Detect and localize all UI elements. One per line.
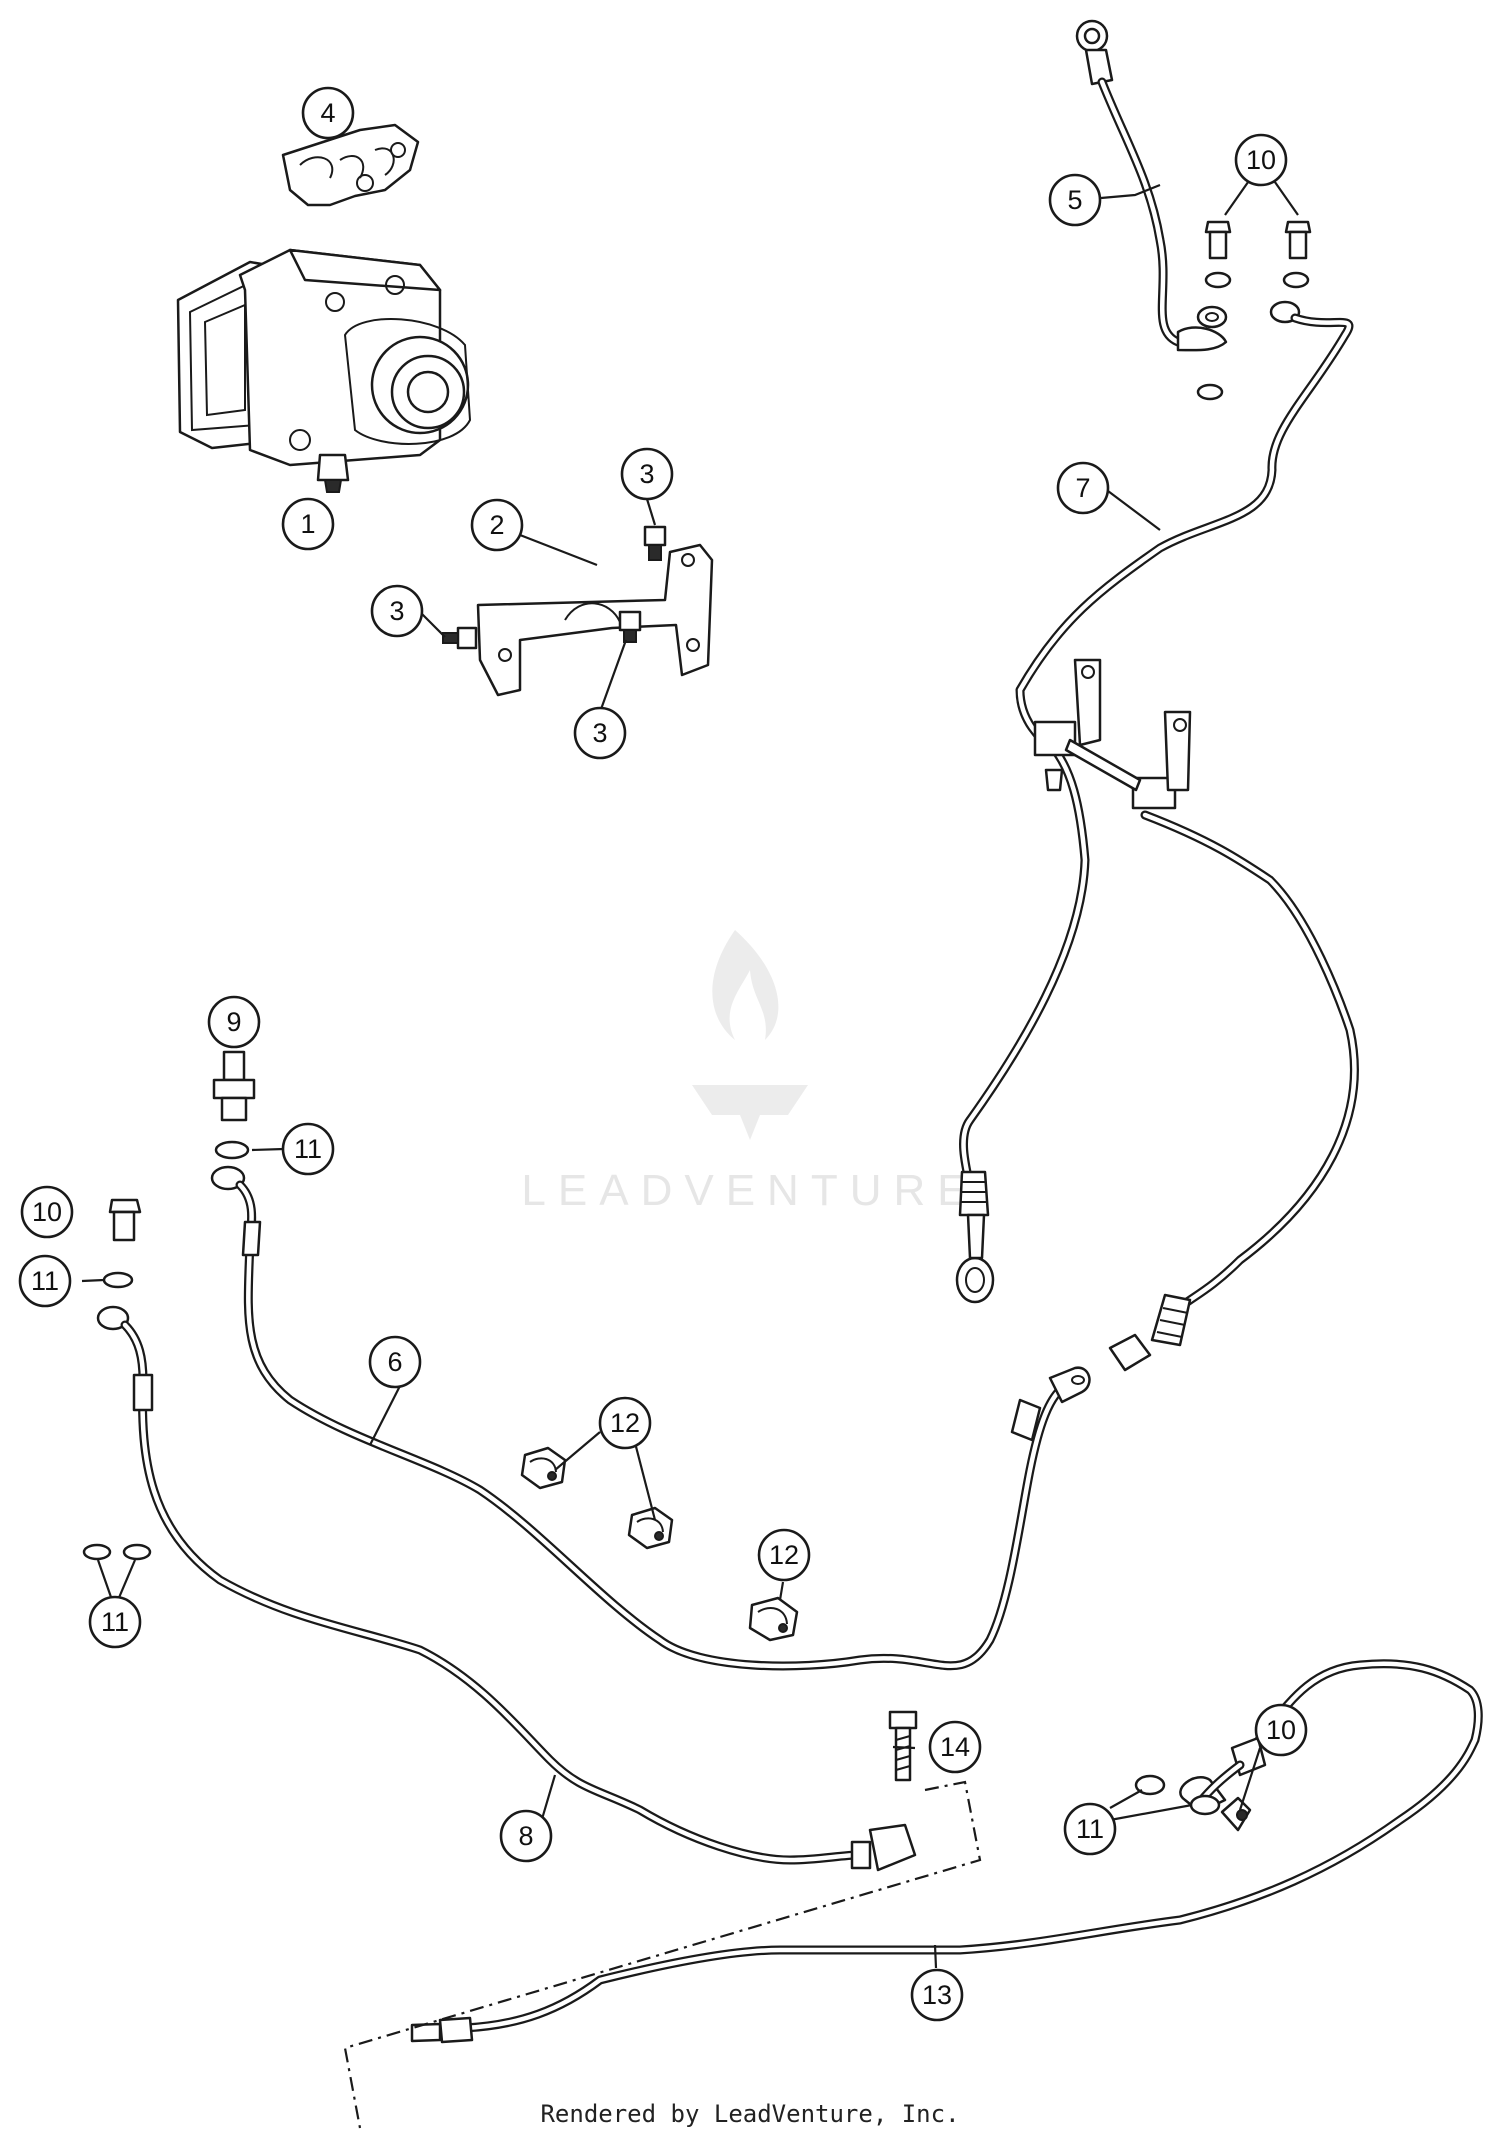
callout-2: 2 bbox=[470, 498, 524, 552]
callout-11-bottom: 11 bbox=[1063, 1802, 1117, 1856]
callout-5: 5 bbox=[1048, 173, 1102, 227]
svg-text:3: 3 bbox=[592, 718, 607, 748]
part-3-bolt-top bbox=[643, 525, 667, 561]
part-10-bolt-a bbox=[1204, 220, 1232, 260]
callout-11-switch: 11 bbox=[281, 1122, 335, 1176]
part-11-washer-9 bbox=[214, 1140, 250, 1160]
callout-10-bottom: 10 bbox=[1254, 1703, 1308, 1757]
watermark-flame-icon bbox=[712, 930, 779, 1040]
callout-11-left: 11 bbox=[18, 1254, 72, 1308]
part-13-hose bbox=[410, 1659, 1483, 2044]
part-12-clip-c bbox=[748, 1596, 799, 1642]
part-12-clip-a bbox=[520, 1446, 567, 1490]
svg-text:11: 11 bbox=[101, 1607, 129, 1637]
svg-text:10: 10 bbox=[1246, 145, 1276, 175]
svg-text:6: 6 bbox=[387, 1347, 402, 1377]
svg-text:5: 5 bbox=[1067, 185, 1082, 215]
watermark-text: LEADVENTURE bbox=[521, 1166, 978, 1215]
svg-text:11: 11 bbox=[294, 1134, 322, 1164]
callout-12-lower: 12 bbox=[757, 1528, 811, 1582]
svg-text:3: 3 bbox=[639, 459, 654, 489]
part-6-hose bbox=[210, 1165, 1091, 1671]
part-9-pressure-switch bbox=[212, 1050, 256, 1122]
svg-text:9: 9 bbox=[226, 1007, 241, 1037]
svg-text:1: 1 bbox=[300, 509, 315, 539]
part-11-washer bbox=[1282, 271, 1310, 289]
watermark-v-icon bbox=[692, 1085, 808, 1140]
part-4-cover bbox=[281, 123, 420, 207]
part-11-washer-pair-b bbox=[122, 1543, 152, 1561]
part-10-bolt-13 bbox=[1220, 1796, 1252, 1832]
footer-credit: Rendered by LeadVenture, Inc. bbox=[540, 2100, 959, 2128]
part-3-bolt-left bbox=[442, 626, 478, 650]
part-11-washer-13b bbox=[1189, 1794, 1221, 1816]
svg-text:4: 4 bbox=[320, 98, 335, 128]
part-10-bolt-b bbox=[1284, 220, 1312, 260]
callout-11-pair: 11 bbox=[88, 1595, 142, 1649]
part-11-washer-pair-a bbox=[82, 1543, 112, 1561]
svg-text:12: 12 bbox=[769, 1540, 799, 1570]
part-3-bolt-right bbox=[618, 610, 642, 643]
part-1-abs-unit bbox=[176, 248, 472, 493]
callout-8: 8 bbox=[499, 1809, 553, 1863]
svg-text:3: 3 bbox=[389, 596, 404, 626]
assembly-guide-line bbox=[343, 1780, 982, 2129]
part-8-hose bbox=[96, 1305, 917, 1872]
callout-12-upper: 12 bbox=[598, 1396, 652, 1450]
callout-10-left: 10 bbox=[20, 1185, 74, 1239]
part-2-bracket bbox=[476, 543, 714, 697]
svg-text:13: 13 bbox=[922, 1980, 952, 2010]
callout-4: 4 bbox=[301, 86, 355, 140]
svg-text:8: 8 bbox=[518, 1821, 533, 1851]
part-11-washer bbox=[1204, 271, 1232, 289]
callout-6: 6 bbox=[368, 1335, 422, 1389]
part-7-hose bbox=[955, 300, 1359, 1372]
part-11-washer bbox=[1196, 383, 1224, 401]
callout-13: 13 bbox=[910, 1968, 964, 2022]
callout-1: 1 bbox=[281, 497, 335, 551]
svg-text:11: 11 bbox=[1076, 1814, 1104, 1844]
part-12-clip-b bbox=[627, 1506, 674, 1550]
part-5-hose bbox=[1075, 19, 1228, 352]
part-11-washer-left bbox=[102, 1271, 134, 1289]
svg-text:10: 10 bbox=[32, 1197, 62, 1227]
part-14-bolt bbox=[888, 1710, 918, 1782]
callout-3-left: 3 bbox=[370, 584, 424, 638]
svg-text:12: 12 bbox=[610, 1408, 640, 1438]
svg-text:11: 11 bbox=[31, 1266, 59, 1296]
leader-lines bbox=[81, 174, 1299, 1969]
part-11-washer-13a bbox=[1134, 1774, 1166, 1796]
svg-text:14: 14 bbox=[940, 1732, 970, 1762]
watermark: LEADVENTURE bbox=[521, 930, 978, 1215]
callout-7: 7 bbox=[1056, 461, 1110, 515]
callout-9: 9 bbox=[207, 995, 261, 1049]
svg-text:10: 10 bbox=[1266, 1715, 1296, 1745]
svg-text:7: 7 bbox=[1075, 473, 1090, 503]
callout-14: 14 bbox=[928, 1720, 982, 1774]
callout-3-top: 3 bbox=[620, 447, 674, 501]
callout-10-top: 10 bbox=[1234, 133, 1288, 187]
callout-3-bottom: 3 bbox=[573, 706, 627, 760]
part-10-bolt-left bbox=[108, 1198, 142, 1242]
svg-text:2: 2 bbox=[489, 510, 504, 540]
